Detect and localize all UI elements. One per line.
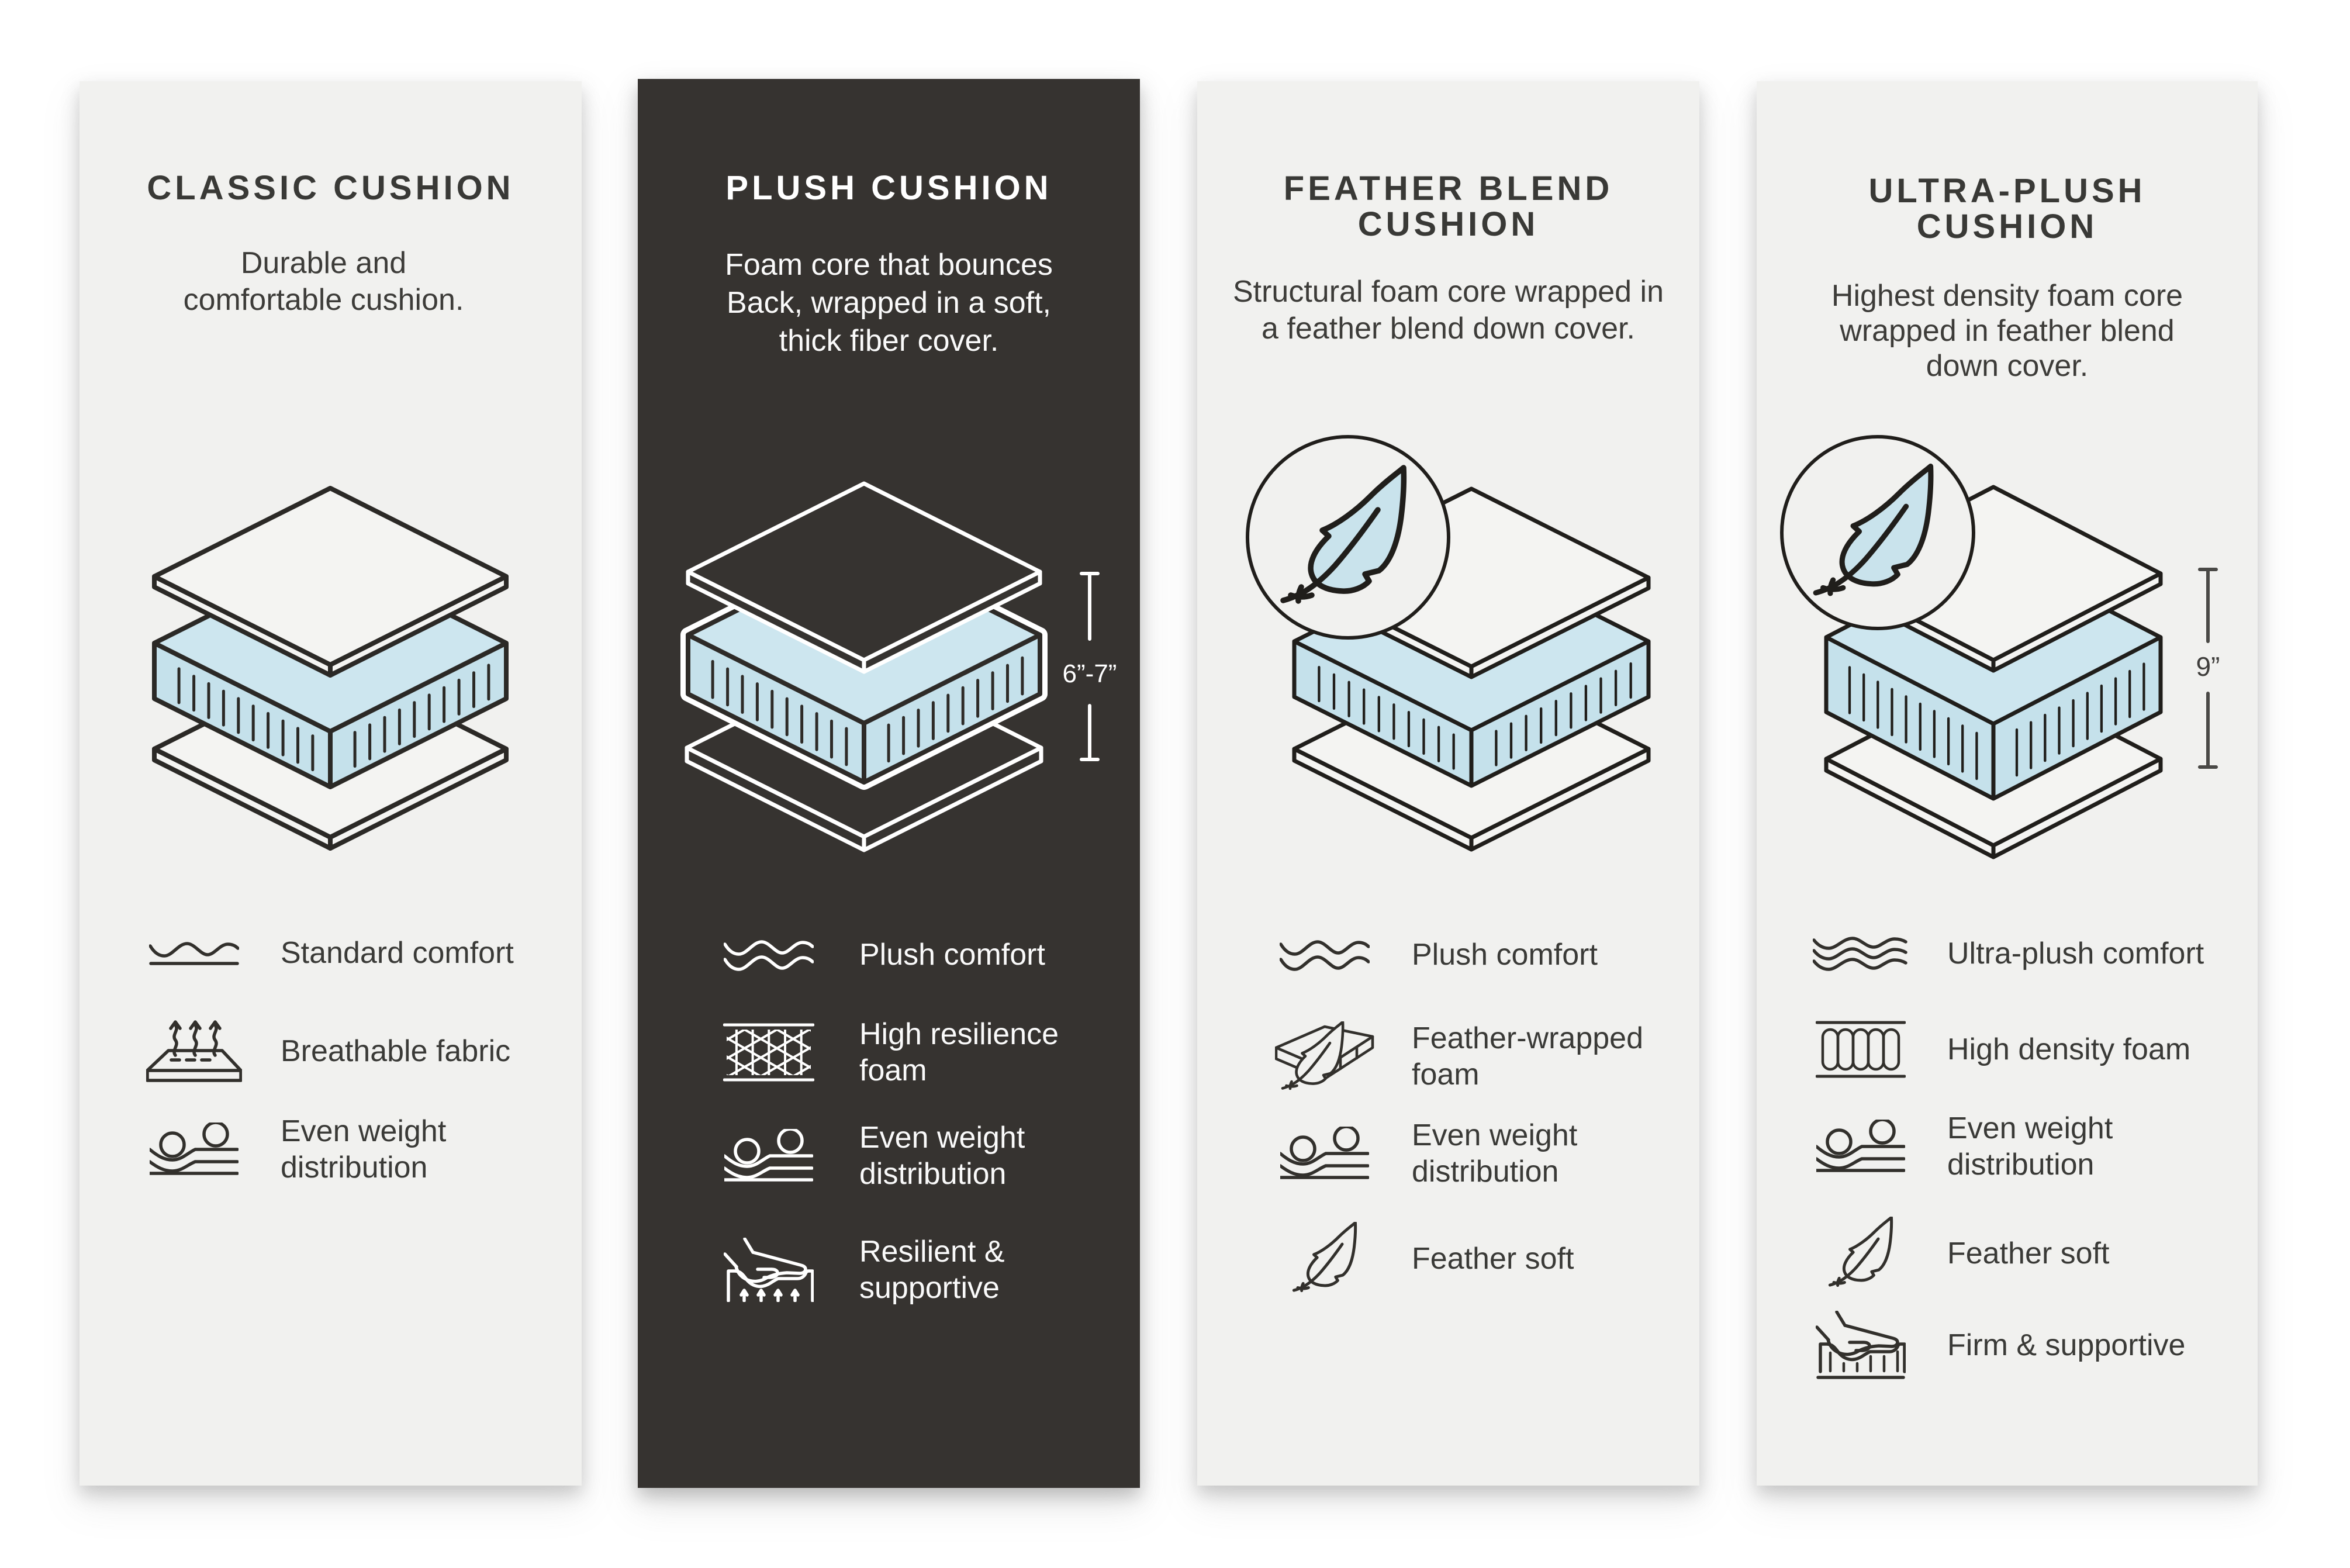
svg-text:9”: 9” [2196,651,2220,682]
svg-text:6”-7”: 6”-7” [1063,659,1117,688]
